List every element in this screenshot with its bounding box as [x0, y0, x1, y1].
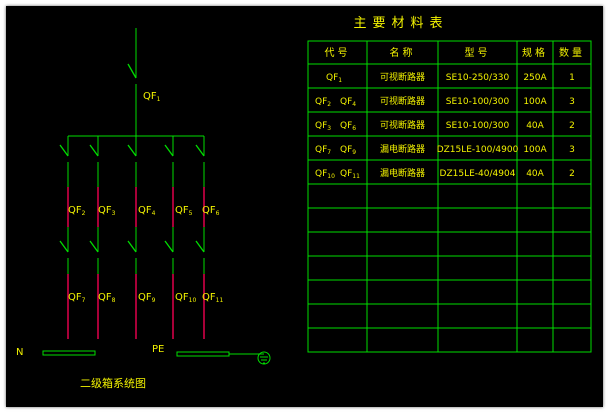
table-cell-name: 可视断路器 — [380, 119, 425, 131]
upper-breaker-blade — [127, 144, 137, 157]
upper-breaker-label: QF4 — [138, 205, 156, 217]
table-header-cell: 型号 — [465, 46, 491, 59]
table-cell-spec: 100A — [523, 97, 547, 107]
table-cell-model: SE10-250/330 — [446, 73, 510, 83]
upper-breaker-label: QF2 — [68, 205, 86, 217]
lower-breaker-label: QF10 — [175, 292, 196, 304]
main-breaker-blade — [127, 63, 137, 79]
table-cell-name: 漏电断路器 — [380, 143, 425, 155]
table-row: QF7 QF9 漏电断路器 DZ15LE-100/4900 100A 3 — [315, 143, 575, 156]
table-cell-name: 可视断路器 — [380, 95, 425, 107]
table-cell-qty: 3 — [569, 145, 575, 155]
upper-breaker-label: QF6 — [202, 205, 220, 217]
table-cell-name: 可视断路器 — [380, 71, 425, 83]
main-breaker-label: QF1 — [143, 91, 161, 103]
table-header-cell: 代号 — [325, 47, 351, 59]
table-cell-code: QF11 — [340, 169, 360, 180]
table-cell-model: DZ15LE-100/4900 — [437, 145, 519, 155]
pe-bar — [176, 351, 230, 357]
table-cell-spec: 100A — [523, 145, 547, 155]
lower-breaker-label: QF11 — [202, 292, 223, 304]
diagram-caption: 二级箱系统图 — [80, 376, 146, 390]
table-cell-model: DZ15LE-40/4904 — [440, 169, 516, 179]
upper-breaker-label: QF5 — [175, 205, 193, 217]
table-cell-spec: 40A — [526, 121, 544, 131]
table-header-cell: 名称 — [390, 46, 416, 59]
table-row: QF2 QF4 可视断路器 SE10-100/300 100A 3 — [315, 95, 575, 108]
neutral-bar — [42, 350, 96, 356]
table-cell-name: 漏电断路器 — [380, 167, 425, 179]
upper-breaker-label: QF3 — [98, 205, 116, 217]
static-text: 主要材料表 二级箱系统图 N PE — [16, 16, 448, 390]
pe-label: PE — [152, 344, 164, 355]
table-cell-model: SE10-100/300 — [446, 97, 510, 107]
table-cell-code: QF1 — [326, 73, 342, 84]
table-cell-code: QF6 — [340, 121, 356, 132]
table-row: QF1 可视断路器 SE10-250/330 250A 1 — [326, 71, 575, 84]
lower-breaker-blade — [89, 240, 99, 253]
upper-breaker-blade — [89, 144, 99, 157]
table-cell-code: QF4 — [340, 97, 356, 108]
table-cell-code: QF3 — [315, 121, 331, 132]
electrical-schematic: QF1QF2QF7QF3QF8QF4QF9QF5QF10QF6QF11 代号名称… — [16, 16, 592, 390]
table-cell-model: SE10-100/300 — [446, 121, 510, 131]
table-title: 主要材料表 — [353, 16, 448, 31]
table-cell-qty: 3 — [569, 97, 575, 107]
upper-breaker-blade — [59, 144, 69, 157]
lower-breaker-blade — [164, 240, 174, 253]
table-border — [307, 40, 592, 353]
upper-breaker-blade — [164, 144, 174, 157]
lower-breaker-label: QF7 — [68, 292, 86, 304]
table-cell-qty: 1 — [569, 73, 575, 83]
table-cell-spec: 40A — [526, 169, 544, 179]
lower-breaker-blade — [127, 240, 137, 253]
table-cell-code: QF9 — [340, 145, 356, 156]
table-row: QF3 QF6 可视断路器 SE10-100/300 40A 2 — [315, 119, 575, 132]
lower-breaker-blade — [59, 240, 69, 253]
table-cell-spec: 250A — [523, 73, 547, 83]
neutral-label: N — [16, 347, 23, 358]
wiring — [42, 28, 271, 365]
table-row: QF10 QF11 漏电断路器 DZ15LE-40/4904 40A 2 — [315, 167, 575, 180]
table-cell-qty: 2 — [569, 169, 575, 179]
lower-breaker-label: QF8 — [98, 292, 116, 304]
table-cell-code: QF2 — [315, 97, 331, 108]
upper-breaker-blade — [195, 144, 205, 157]
lower-breaker-blade — [195, 240, 205, 253]
lower-breaker-label: QF9 — [138, 292, 156, 304]
table-header-cell: 数量 — [559, 46, 585, 59]
ground-circle — [257, 351, 271, 365]
table-header-cell: 规格 — [522, 46, 548, 59]
table-cell-code: QF7 — [315, 145, 331, 156]
table-cell-code: QF10 — [315, 169, 335, 180]
table-cell-qty: 2 — [569, 121, 575, 131]
